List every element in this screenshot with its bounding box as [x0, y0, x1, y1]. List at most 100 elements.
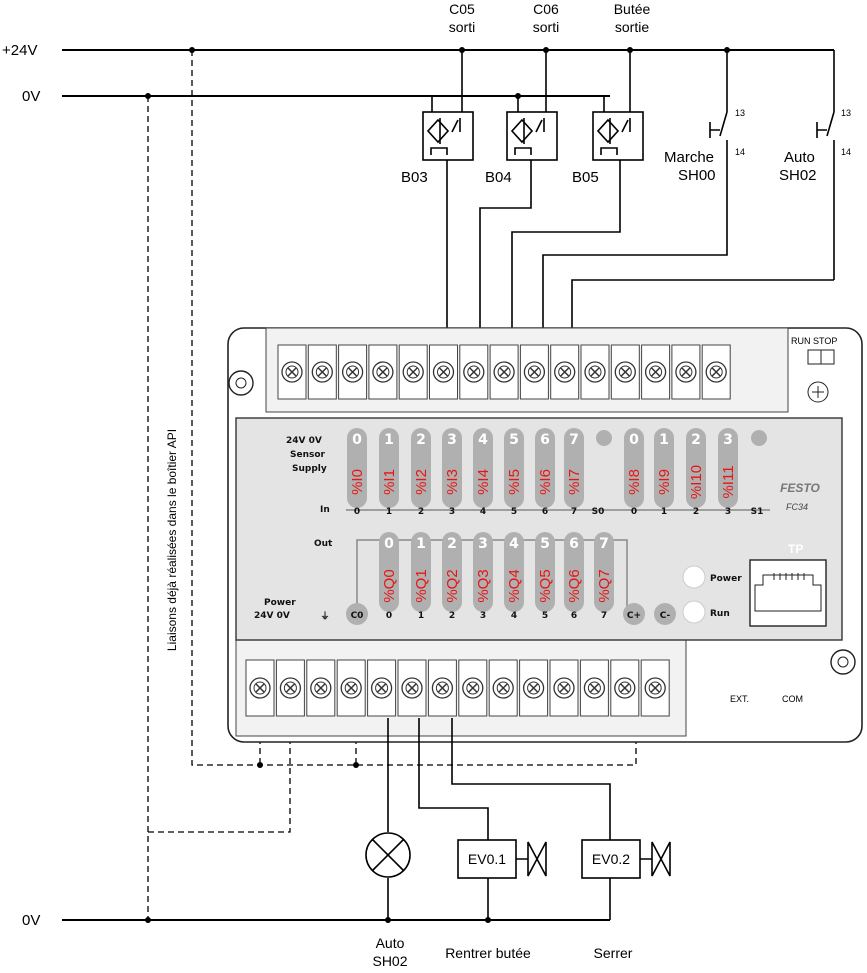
terminal-screw[interactable]	[367, 659, 397, 717]
bottom-terminal-block	[245, 659, 670, 717]
terminal-screw[interactable]	[488, 659, 518, 717]
model-label: FC34	[786, 502, 808, 512]
terminal-screw[interactable]	[489, 344, 519, 400]
input-led-9-digit: 1	[659, 432, 669, 448]
terminal-screw[interactable]	[336, 659, 366, 717]
input-terminal-num: 4	[480, 507, 486, 517]
terminal-screw[interactable]	[519, 344, 549, 400]
sensor-b05-label: B05	[572, 169, 599, 186]
push-buttons	[542, 50, 835, 330]
terminal-screw[interactable]	[338, 344, 368, 400]
input-led-6-digit: 6	[540, 432, 550, 448]
terminal-screw[interactable]	[580, 344, 610, 400]
input-led-0: 0%I0	[347, 428, 367, 508]
terminal-screw[interactable]	[701, 344, 731, 400]
rail-0v-top-label: 0V	[22, 88, 40, 105]
in-label: In	[320, 505, 330, 515]
terminal-screw[interactable]	[640, 659, 670, 717]
lamp-icon	[365, 832, 411, 878]
sensor-supply-3: Supply	[292, 464, 327, 474]
input-led-4-address: %I4	[475, 469, 492, 495]
sh02-contact-14: 14	[841, 147, 851, 157]
output-led-5-digit: 5	[540, 536, 550, 552]
input-led-2-digit: 2	[416, 432, 426, 448]
terminal-screw[interactable]	[549, 659, 579, 717]
ev02-label: EV0.2	[592, 851, 630, 867]
bottom-label-rentrer: Rentrer butée	[445, 945, 531, 961]
terminal-screw[interactable]	[275, 659, 305, 717]
input-led-4: 4 %I4	[473, 428, 493, 508]
input-led-7-digit: 7	[569, 432, 579, 448]
terminal-screw[interactable]	[306, 659, 336, 717]
sh00-name: Marche	[664, 149, 714, 166]
terminal-screw[interactable]	[307, 344, 337, 400]
terminal-screw[interactable]	[550, 344, 580, 400]
input-led-4-digit: 4	[478, 432, 488, 448]
input-led-8-digit: 0	[629, 432, 639, 448]
input-led-9-address: %I9	[656, 469, 673, 495]
run-led-label: Run	[710, 609, 730, 619]
terminal-screw[interactable]	[277, 344, 307, 400]
input-led-strip: 0%I001%I112%I223%I334%I445%I556%I667%I77…	[346, 428, 770, 517]
input-terminal-num: 0	[631, 507, 637, 517]
run-led	[682, 600, 706, 624]
sensors	[422, 50, 644, 330]
output-terminal-num: 2	[449, 611, 455, 621]
output-led-4-address: %Q4	[506, 569, 523, 602]
svg-text:C+: C+	[627, 611, 641, 621]
input-terminal-num: 1	[386, 507, 392, 517]
terminal-screw[interactable]	[610, 344, 640, 400]
terminal-screw[interactable]	[397, 659, 427, 717]
input-led-1: 1%I1	[379, 428, 399, 508]
ground-icon: ⏚	[320, 611, 329, 622]
sensor-supply-1: 24V 0V	[286, 436, 322, 446]
input-terminal-num: 1	[661, 507, 667, 517]
input-led-5-digit: 5	[509, 432, 519, 448]
s0-label: S0	[592, 507, 605, 517]
top-label-c06: C06	[533, 1, 559, 17]
output-led-3-address: %Q3	[475, 569, 492, 602]
input-led-5-address: %I5	[506, 469, 523, 495]
input-led-3-address: %I3	[444, 469, 461, 495]
output-led-4: 4%Q4	[504, 532, 524, 612]
terminal-screw[interactable]	[458, 659, 488, 717]
sensor-b03-label: B03	[401, 169, 428, 186]
terminal-screw[interactable]	[579, 659, 609, 717]
input-led-8: 0 %I8	[624, 428, 644, 508]
output-led-6-address: %Q6	[566, 569, 583, 602]
input-led-3: 3%I3	[442, 428, 462, 508]
terminal-screw[interactable]	[671, 344, 701, 400]
input-led-1-digit: 1	[384, 432, 394, 448]
terminal-screw[interactable]	[368, 344, 398, 400]
input-led-11-digit: 3	[723, 432, 733, 448]
input-led-7-address: %I7	[566, 469, 583, 495]
terminal-screw[interactable]	[610, 659, 640, 717]
ext-label: EXT.	[730, 694, 749, 704]
terminal-screw[interactable]	[519, 659, 549, 717]
runstop-label: RUN STOP	[791, 336, 837, 346]
top-label-c05: C05	[449, 1, 475, 17]
terminal-screw[interactable]	[398, 344, 428, 400]
output-led-0-digit: 0	[384, 536, 394, 552]
input-led-2: 2%I2	[411, 428, 431, 508]
sh02-name: Auto	[784, 149, 815, 166]
terminal-screw[interactable]	[245, 659, 275, 717]
output-terminal-num: 6	[571, 611, 577, 621]
s1-led	[751, 430, 767, 446]
input-led-9: 1 %I9	[654, 428, 674, 508]
svg-text:C-: C-	[660, 611, 671, 621]
output-led-5: 5%Q5	[535, 532, 555, 612]
sh02-id: SH02	[779, 167, 817, 184]
terminal-screw[interactable]	[429, 344, 458, 400]
terminal-screw[interactable]	[427, 659, 457, 717]
input-led-8-address: %I8	[626, 469, 643, 495]
rail-plus24-label: +24V	[2, 42, 37, 59]
c-plus: C+	[623, 603, 645, 625]
valve-ev02	[581, 839, 671, 879]
terminal-screw[interactable]	[641, 344, 671, 400]
terminal-screw[interactable]	[459, 344, 489, 400]
sh02-contact-13: 13	[841, 108, 851, 118]
input-terminal-num: 3	[449, 507, 455, 517]
output-led-3: 3%Q3	[473, 532, 493, 612]
